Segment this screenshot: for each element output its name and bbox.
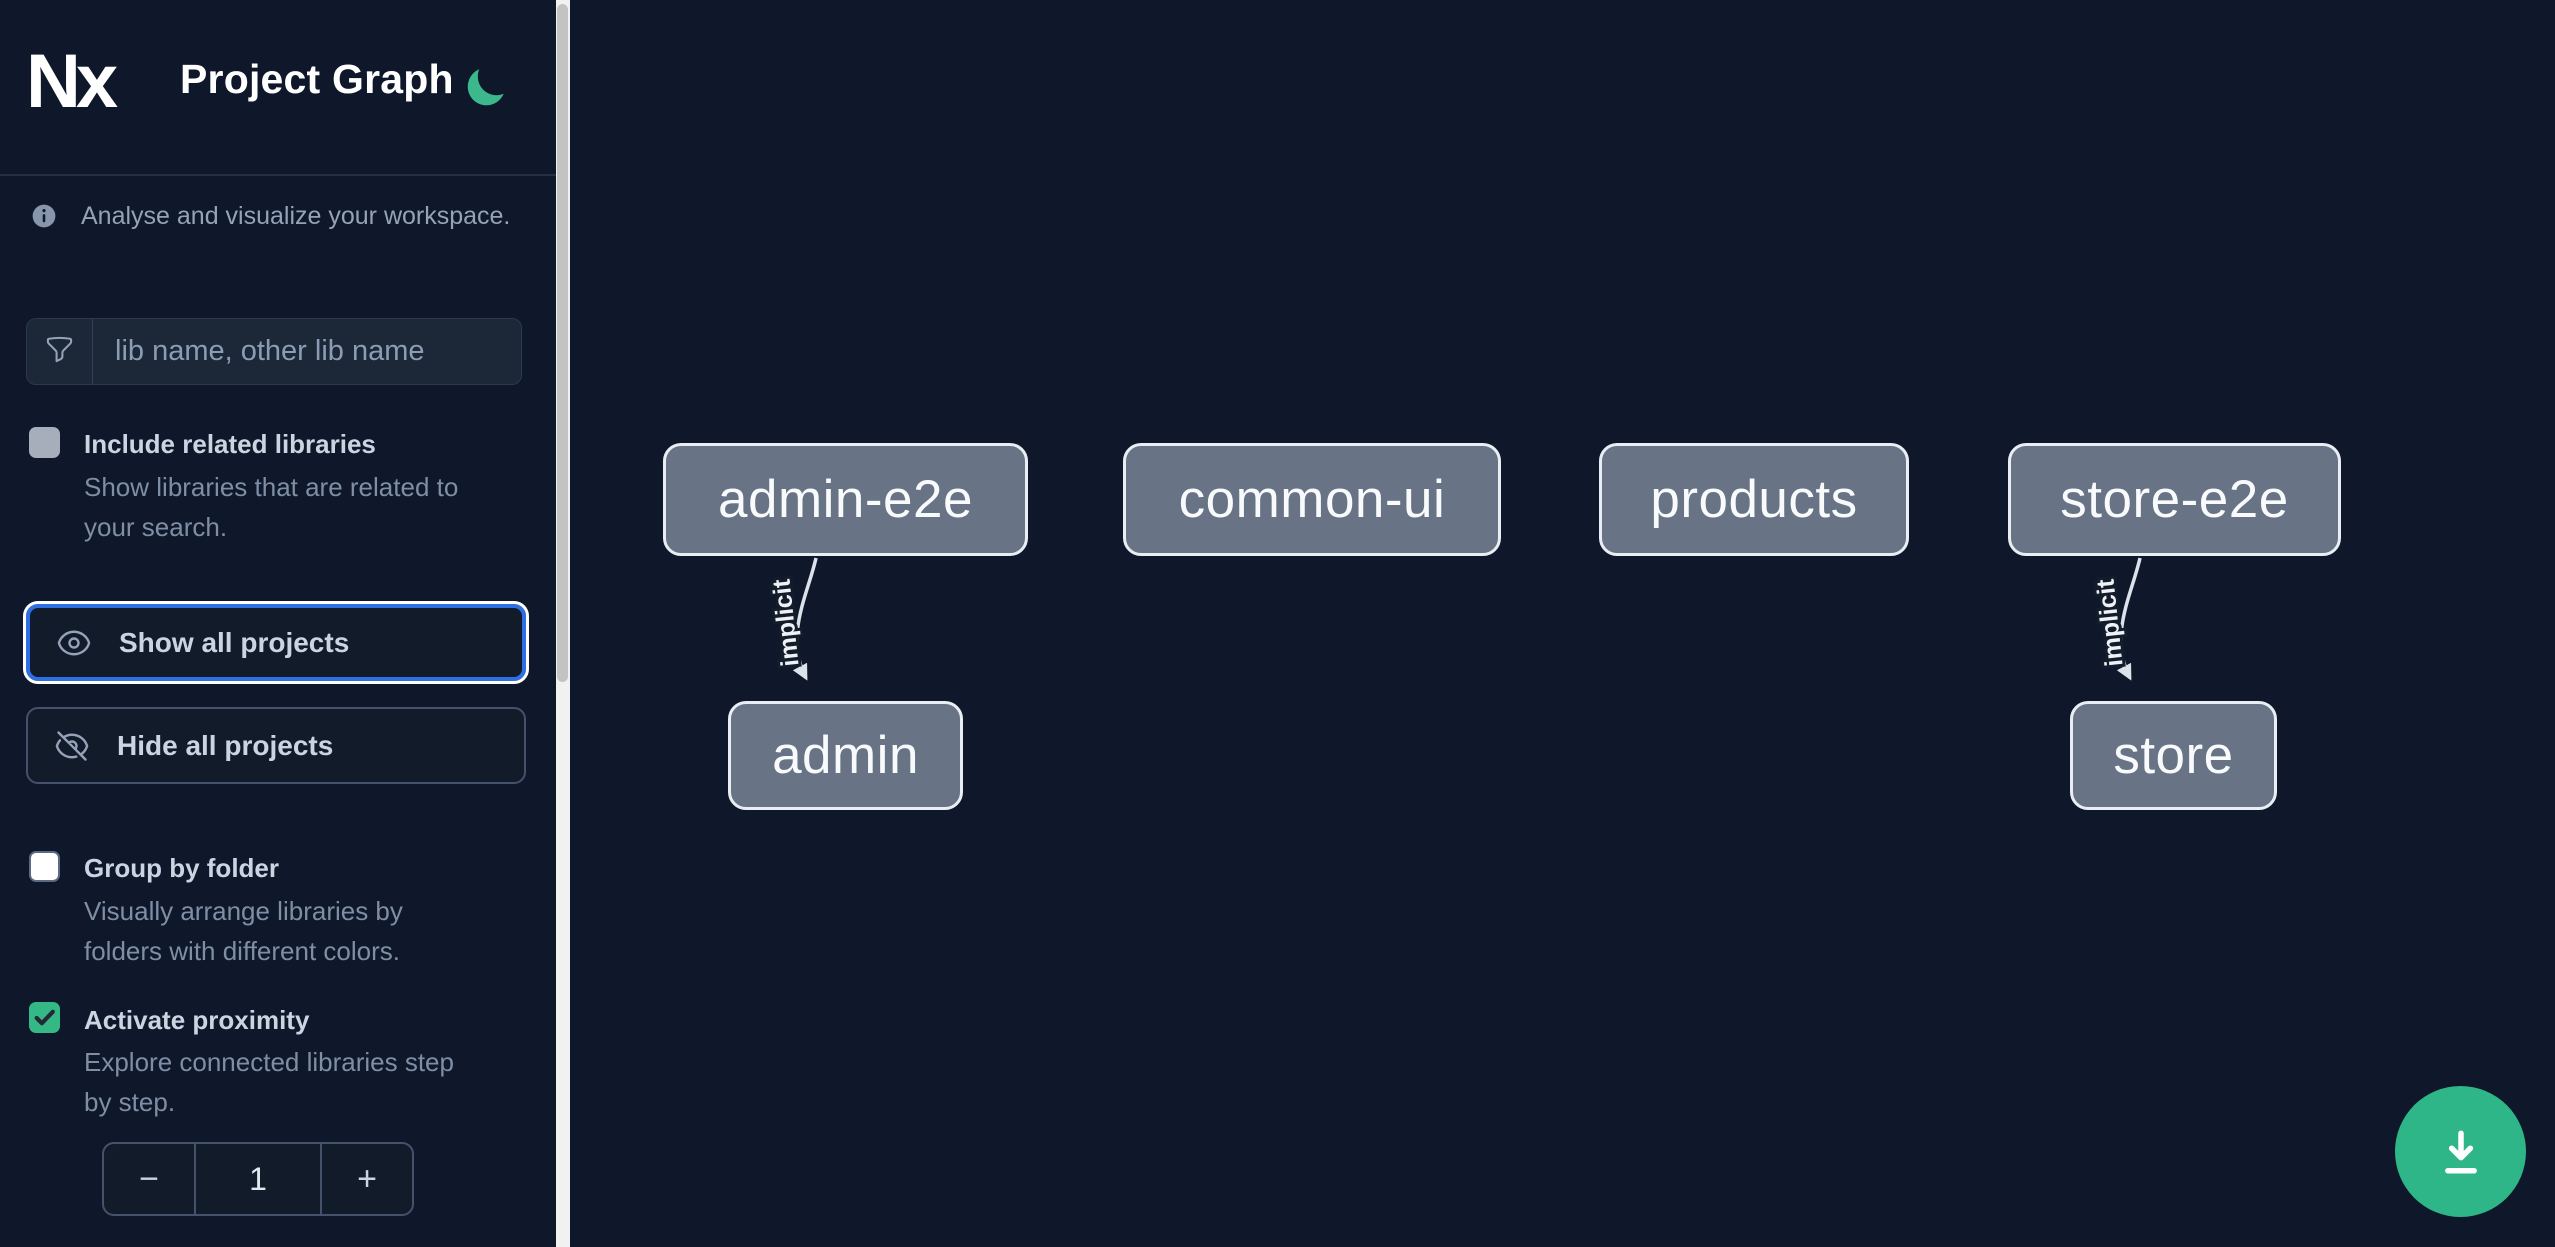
project-node-admin-e2e[interactable]: admin-e2e	[663, 443, 1028, 556]
search-input[interactable]	[93, 319, 521, 384]
search-box	[26, 318, 522, 385]
activate-proximity-label: Activate proximity	[84, 1005, 310, 1035]
activate-proximity-checkbox[interactable]	[29, 1002, 60, 1033]
group-by-folder-checkbox[interactable]	[29, 851, 60, 882]
funnel-icon	[44, 334, 75, 370]
edge-store-e2e-to-store	[2116, 557, 2142, 681]
edge-label-implicit: implicit	[2091, 577, 2128, 668]
sidebar: Nx Project Graph Analyse and visualize y…	[0, 0, 556, 1247]
proximity-depth-stepper: − 1 +	[102, 1142, 414, 1216]
include-related-checkbox[interactable]	[29, 427, 60, 458]
theme-toggle-button[interactable]	[460, 64, 510, 114]
search-icon-cell	[27, 319, 93, 384]
hide-all-projects-button[interactable]: Hide all projects	[26, 707, 526, 784]
edge-admin-e2e-to-admin	[792, 557, 818, 681]
include-related-description: Show libraries that are related to your …	[84, 472, 459, 542]
page-title: Project Graph	[180, 56, 454, 102]
download-graph-button[interactable]	[2395, 1086, 2526, 1217]
hide-all-projects-label: Hide all projects	[117, 729, 334, 761]
info-icon	[30, 202, 58, 235]
increment-button[interactable]: +	[322, 1144, 412, 1214]
download-icon	[2431, 1122, 2491, 1182]
nx-logo: Nx	[26, 39, 118, 124]
project-node-common-ui[interactable]: common-ui	[1123, 443, 1501, 556]
sidebar-header: Nx Project Graph	[0, 0, 556, 176]
sidebar-scrollbar-track[interactable]	[556, 0, 570, 1247]
project-node-products[interactable]: products	[1599, 443, 1909, 556]
checkmark-icon	[32, 1005, 57, 1030]
group-by-folder-description: Visually arrange libraries by folders wi…	[84, 896, 403, 966]
activate-proximity-description: Explore connected libraries step by step…	[84, 1047, 454, 1117]
group-by-folder-label: Group by folder	[84, 853, 279, 883]
project-node-store[interactable]: store	[2070, 701, 2277, 810]
sidebar-scrollbar-thumb[interactable]	[557, 4, 568, 682]
intro-row: Analyse and visualize your workspace.	[30, 202, 530, 235]
intro-text: Analyse and visualize your workspace.	[81, 202, 511, 230]
show-all-projects-label: Show all projects	[119, 626, 350, 658]
eye-icon	[56, 625, 92, 661]
decrement-button[interactable]: −	[104, 1144, 194, 1214]
show-all-projects-button[interactable]: Show all projects	[23, 601, 529, 684]
graph-canvas[interactable]: implicit implicit admin-e2e common-ui pr…	[570, 0, 2555, 1247]
eye-slash-icon	[54, 728, 90, 764]
edge-label-implicit: implicit	[767, 577, 804, 668]
project-node-admin[interactable]: admin	[728, 701, 963, 810]
proximity-depth-value: 1	[194, 1144, 322, 1214]
moon-icon	[462, 68, 508, 114]
include-related-label: Include related libraries	[84, 429, 376, 459]
project-node-store-e2e[interactable]: store-e2e	[2008, 443, 2341, 556]
graph-edges-layer: implicit implicit	[764, 557, 2142, 681]
